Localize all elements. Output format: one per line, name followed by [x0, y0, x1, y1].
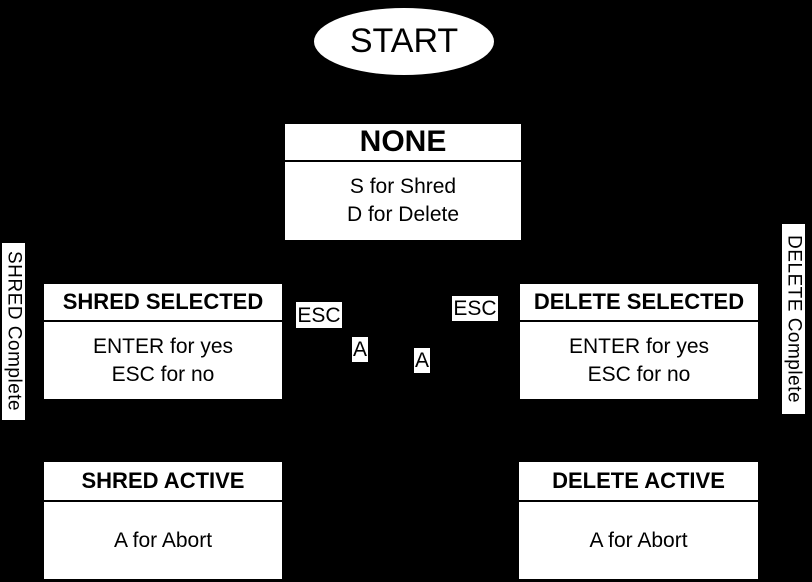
state-shred-active-body: A for Abort — [44, 502, 282, 579]
state-shred-selected: SHRED SELECTED ENTER for yes ESC for no — [44, 284, 282, 399]
state-body-line: ESC for no — [587, 362, 691, 386]
state-body-line: ENTER for yes — [568, 334, 710, 358]
state-delete-selected-body: ENTER for yes ESC for no — [520, 322, 758, 399]
transition-label-abort-right: A — [414, 348, 430, 373]
state-delete-active: DELETE ACTIVE A for Abort — [519, 462, 758, 579]
state-shred-active: SHRED ACTIVE A for Abort — [44, 462, 282, 579]
transition-label-delete-complete: DELETE Complete — [782, 224, 805, 414]
state-shred-selected-title: SHRED SELECTED — [44, 284, 282, 322]
state-body-line: D for Delete — [346, 203, 460, 226]
state-body-line: ENTER for yes — [92, 334, 234, 358]
state-none-body: S for Shred D for Delete — [285, 162, 521, 240]
state-delete-active-body: A for Abort — [519, 502, 758, 579]
state-none-title: NONE — [285, 124, 521, 162]
transition-label-shred-complete: SHRED Complete — [2, 243, 25, 420]
state-delete-selected-title: DELETE SELECTED — [520, 284, 758, 322]
state-delete-selected: DELETE SELECTED ENTER for yes ESC for no — [520, 284, 758, 399]
transition-label-esc-right: ESC — [452, 296, 498, 321]
state-body-line: ESC for no — [111, 362, 215, 386]
state-shred-selected-body: ENTER for yes ESC for no — [44, 322, 282, 399]
state-body-line: A for Abort — [113, 528, 213, 552]
state-delete-active-title: DELETE ACTIVE — [519, 462, 758, 502]
transition-label-abort-left: A — [352, 337, 368, 362]
start-node-label: START — [349, 22, 459, 60]
start-node: START — [314, 8, 494, 75]
state-body-line: S for Shred — [349, 175, 457, 198]
transition-label-esc-left: ESC — [296, 302, 342, 328]
state-shred-active-title: SHRED ACTIVE — [44, 462, 282, 502]
state-none: NONE S for Shred D for Delete — [285, 124, 521, 240]
state-body-line: A for Abort — [589, 528, 688, 552]
